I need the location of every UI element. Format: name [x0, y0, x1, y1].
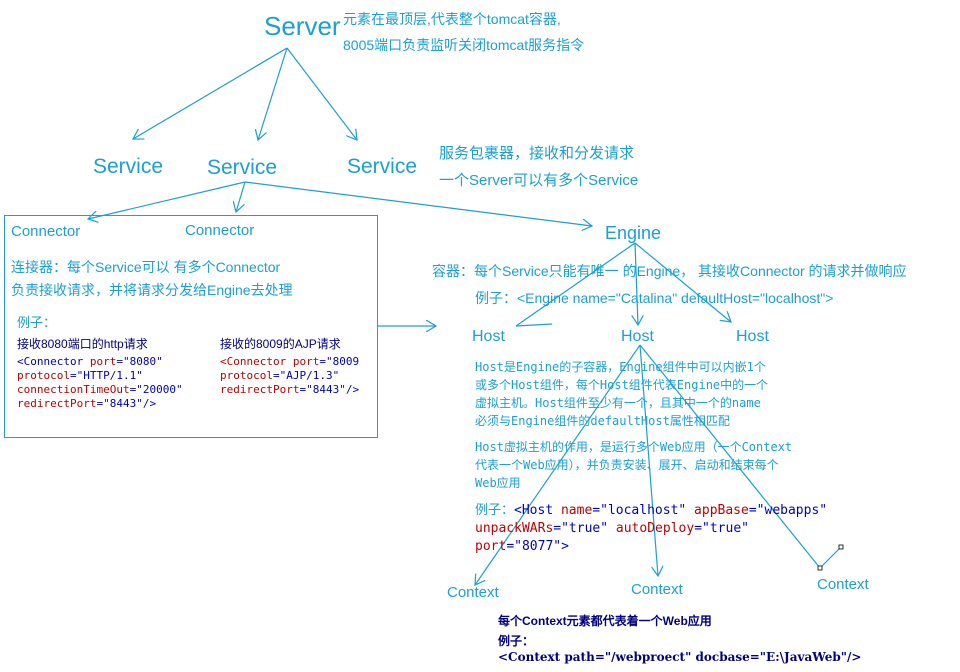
code-attr: appBase — [694, 503, 749, 518]
code-attr: connectionTimeOut — [17, 383, 130, 396]
context-desc-line1: 每个Context元素都代表着一个Web应用 — [498, 614, 712, 628]
service-node-1: Service — [93, 155, 164, 178]
edge-engine-host1-tick — [515, 323, 553, 327]
server-node: Server — [264, 11, 341, 41]
edge-server-service1 — [133, 47, 288, 139]
connector-example1-title: 接收8080端口的http请求 — [17, 337, 148, 351]
host-node-2: Host — [621, 328, 654, 345]
edge-engine-host1 — [515, 242, 636, 327]
context-desc-line2: 例子： — [498, 634, 535, 648]
context-desc-line3: <Context path="/webproect" docbase="E:\J… — [498, 650, 862, 664]
host-description-2: Host虚拟主机的作用，是运行多个Web应用（一个Context 代表一个Web… — [475, 438, 792, 492]
service-node-3: Service — [347, 155, 418, 178]
code-value: ="8443"/> — [299, 383, 360, 396]
host-node-3: Host — [736, 328, 769, 345]
edge-host-context2 — [639, 344, 658, 576]
edge-engine-host3 — [634, 242, 731, 322]
connector-box — [4, 215, 378, 438]
code-attr: protocol — [220, 369, 273, 382]
connector-node-1: Connector — [11, 223, 81, 240]
connector-example1-code: <Connector port="8080" protocol="HTTP/1.… — [17, 355, 183, 411]
server-desc-line2: 8005端口负责监听关闭tomcat服务指令 — [343, 37, 585, 53]
engine-example: 例子：<Engine name="Catalina" defaultHost="… — [475, 290, 834, 306]
connector-desc-line2: 负责接收请求，并将请求分发给Engine去处理 — [11, 282, 293, 298]
resize-handle-2 — [838, 544, 844, 550]
edge-service-engine — [244, 181, 592, 226]
code-value: ="localhost" — [592, 503, 695, 518]
engine-node: Engine — [605, 223, 662, 243]
edge-host-context1 — [475, 344, 641, 585]
host-desc-line: Host虚拟主机的作用，是运行多个Web应用（一个Context — [475, 440, 793, 454]
context-node-1: Context — [447, 584, 499, 601]
code-tag: <Host — [514, 503, 561, 518]
code-prefix: 例子： — [475, 503, 515, 518]
resize-handle-1 — [817, 565, 823, 571]
context-node-3: Context — [817, 576, 869, 593]
connector-example2-title: 接收的8009的AJP请求 — [220, 337, 341, 351]
host-desc-line: 代表一个Web应用），并负责安装、展开、启动和结束每个 — [475, 458, 779, 472]
connector-example-label: 例子： — [17, 315, 57, 330]
edge-server-service3 — [286, 47, 357, 140]
code-tag: <Connector — [17, 355, 90, 368]
code-value: ="8009 — [319, 355, 360, 368]
edge-service-connector1 — [88, 181, 246, 219]
code-value: ="true" — [553, 521, 616, 536]
service-desc-line2: 一个Server可以有多个Service — [439, 172, 639, 189]
code-value: ="8443"/> — [96, 397, 157, 410]
code-attr: port — [89, 355, 117, 368]
engine-desc: 容器：每个Service只能有唯一 的Engine， 其接收Connector … — [432, 263, 907, 279]
code-attr: unpackWARs — [475, 521, 554, 536]
code-attr: redirectPort — [220, 383, 300, 396]
code-value: ="AJP/1.3" — [272, 369, 340, 382]
connector-example2-code: <Connector port="8009 protocol="AJP/1.3"… — [220, 355, 359, 397]
code-attr: name — [560, 503, 593, 518]
code-attr: autoDeploy — [615, 521, 695, 536]
connector-desc-line1: 连接器：每个Service可以 有多个Connector — [11, 259, 281, 275]
host-desc-line: 必须与Engine组件的defaultHost属性相匹配 — [475, 414, 730, 428]
host-node-1: Host — [472, 328, 505, 345]
context-node-2: Context — [631, 581, 683, 598]
code-attr: port — [292, 355, 320, 368]
host-example-code: 例子：<Host name="localhost" appBase="webap… — [475, 502, 827, 556]
host-desc-line: Host是Engine的子容器，Engine组件中可以内嵌1个 — [475, 360, 766, 374]
edge-server-service2 — [258, 47, 288, 140]
edge-engine-host2 — [635, 242, 638, 325]
service-node-2: Service — [207, 156, 278, 179]
code-attr: protocol — [17, 369, 70, 382]
edge-service-connector2 — [236, 181, 246, 212]
code-value: ="8077"> — [506, 539, 569, 554]
host-desc-line: Web应用 — [475, 476, 521, 490]
service-desc-line1: 服务包裹器，接收和分发请求 — [439, 145, 635, 162]
server-desc-line1: 元素在最顶层,代表整个tomcat容器, — [343, 11, 561, 27]
host-desc-line: 虚拟主机。Host组件至少有一个，且其中一个的name — [475, 396, 761, 410]
host-description-1: Host是Engine的子容器，Engine组件中可以内嵌1个 或多个Host组… — [475, 358, 768, 430]
code-value: ="HTTP/1.1" — [69, 369, 143, 382]
code-value: ="webapps" — [748, 503, 828, 518]
code-value: ="8080" — [116, 355, 163, 368]
host-desc-line: 或多个Host组件，每个Host组件代表Engine中的一个 — [475, 378, 769, 392]
code-value: ="20000" — [129, 383, 183, 396]
code-attr: port — [475, 539, 507, 554]
connector-node-2: Connector — [185, 222, 255, 239]
code-value: ="true" — [694, 521, 749, 536]
code-attr: redirectPort — [17, 397, 97, 410]
code-tag: <Connector — [220, 355, 293, 368]
edge-host-context3 — [639, 344, 821, 569]
edge-context3-handle — [819, 546, 842, 569]
